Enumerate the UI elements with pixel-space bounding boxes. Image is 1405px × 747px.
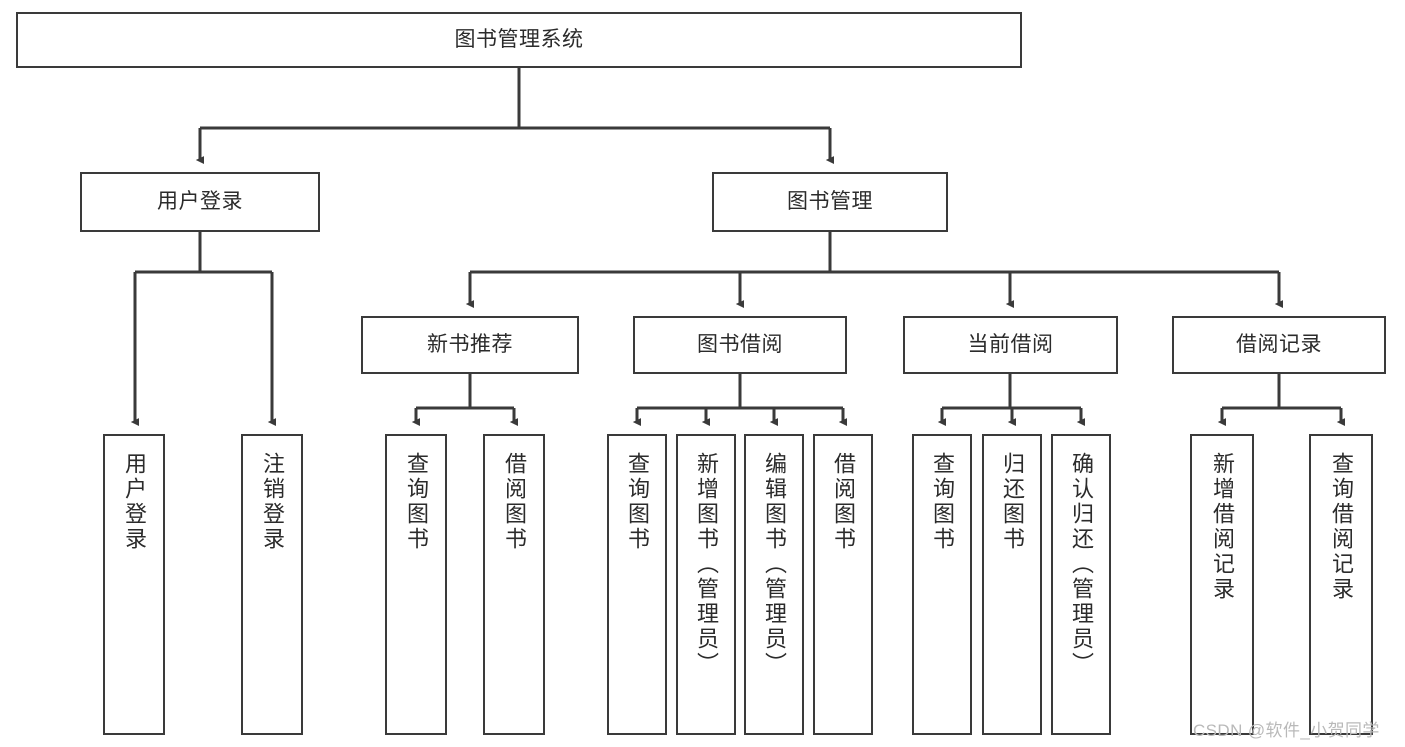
node-label: 借阅图书 xyxy=(830,452,856,552)
node-leaf-logout[interactable]: 注销登录 xyxy=(241,434,303,735)
node-label: 图书借阅 xyxy=(697,332,783,356)
node-leaf-confirm-return-admin[interactable]: 确认归还（管理员） xyxy=(1051,434,1111,735)
node-label: 当前借阅 xyxy=(967,332,1054,356)
node-level3-borrow-record[interactable]: 借阅记录 xyxy=(1172,316,1386,374)
node-level3-current-borrow[interactable]: 当前借阅 xyxy=(903,316,1118,374)
node-label: 新增借阅记录 xyxy=(1209,452,1235,602)
node-leaf-query-book-current[interactable]: 查询图书 xyxy=(912,434,972,735)
node-leaf-add-borrow-record[interactable]: 新增借阅记录 xyxy=(1190,434,1254,735)
node-label: 查询借阅记录 xyxy=(1328,452,1354,602)
node-leaf-query-book-recommend[interactable]: 查询图书 xyxy=(385,434,447,735)
node-level3-book-borrow[interactable]: 图书借阅 xyxy=(633,316,847,374)
node-label: 归还图书 xyxy=(999,452,1025,552)
node-label: 注销登录 xyxy=(259,452,285,552)
node-root-label: 图书管理系统 xyxy=(454,27,584,51)
node-label: 新增图书（管理员） xyxy=(693,452,719,677)
node-level2-user-login[interactable]: 用户登录 xyxy=(80,172,320,232)
node-label: 借阅图书 xyxy=(501,452,527,552)
node-label: 图书管理 xyxy=(787,189,873,213)
node-label: 用户登录 xyxy=(121,452,147,552)
node-leaf-add-book-admin[interactable]: 新增图书（管理员） xyxy=(676,434,736,735)
node-label: 用户登录 xyxy=(157,189,243,213)
node-leaf-query-borrow-record[interactable]: 查询借阅记录 xyxy=(1309,434,1373,735)
node-level3-new-book-recommend[interactable]: 新书推荐 xyxy=(361,316,579,374)
node-level2-book-management[interactable]: 图书管理 xyxy=(712,172,948,232)
node-label: 编辑图书（管理员） xyxy=(761,452,787,677)
node-label: 确认归还（管理员） xyxy=(1068,452,1094,677)
node-root[interactable]: 图书管理系统 xyxy=(16,12,1022,68)
node-leaf-borrow-book-recommend[interactable]: 借阅图书 xyxy=(483,434,545,735)
node-label: 查询图书 xyxy=(624,452,650,552)
node-leaf-return-book[interactable]: 归还图书 xyxy=(982,434,1042,735)
csdn-watermark: CSDN @软件_小贺同学 xyxy=(1193,721,1380,740)
node-label: 查询图书 xyxy=(403,452,429,552)
node-leaf-edit-book-admin[interactable]: 编辑图书（管理员） xyxy=(744,434,804,735)
node-label: 借阅记录 xyxy=(1236,332,1322,356)
node-label: 查询图书 xyxy=(929,452,955,552)
node-leaf-borrow-book[interactable]: 借阅图书 xyxy=(813,434,873,735)
node-leaf-user-login[interactable]: 用户登录 xyxy=(103,434,165,735)
node-leaf-query-book-borrow[interactable]: 查询图书 xyxy=(607,434,667,735)
node-label: 新书推荐 xyxy=(427,332,513,356)
